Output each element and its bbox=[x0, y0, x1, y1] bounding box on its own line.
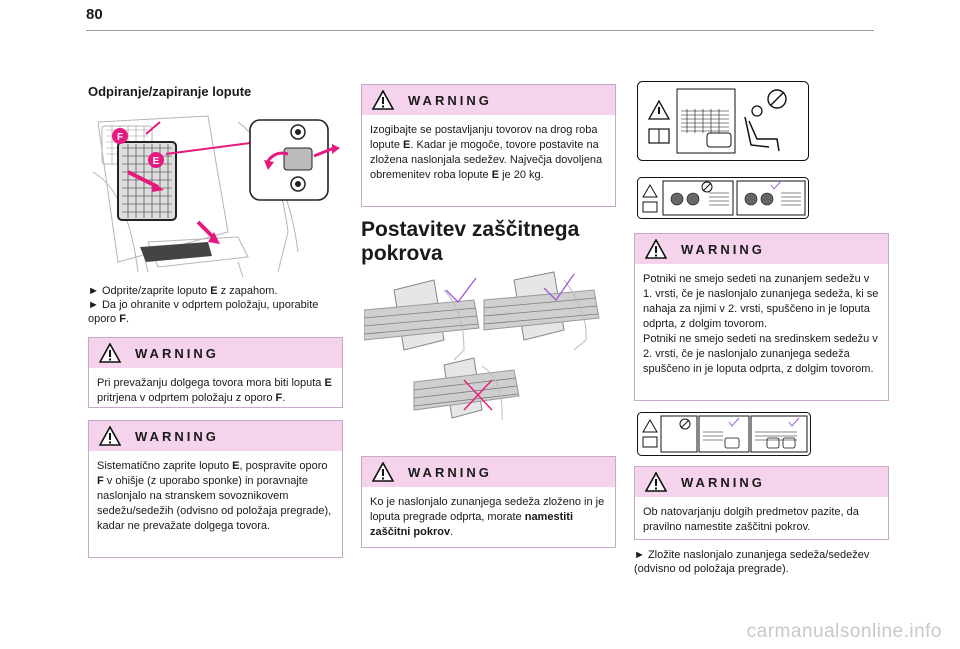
warning-box-hatch-edge: WARNING Izogibajte se postavljanju tovor… bbox=[361, 84, 616, 207]
warning-triangle-icon bbox=[642, 184, 658, 198]
warning-box-long-load: WARNING Pri prevažanju dolgega tovora mo… bbox=[88, 337, 343, 408]
warning-triangle-icon bbox=[647, 99, 671, 120]
passenger-icon bbox=[751, 105, 763, 117]
label-seat-warning-large bbox=[637, 81, 809, 161]
top-rule bbox=[86, 30, 874, 31]
section-heading: Odpiranje/zapiranje lopute bbox=[88, 84, 252, 99]
column-1: Odpiranje/zapiranje lopute bbox=[88, 40, 342, 99]
instruction-list: ► Odprite/zaprite loputo E z zapahom. ► … bbox=[88, 284, 342, 326]
check-mark-icon bbox=[445, 277, 477, 304]
callout-f-label: F bbox=[117, 132, 123, 143]
instruction-step-fold-seat: ► Zložite naslonjalo zunanjega sedeža/se… bbox=[634, 549, 870, 575]
warning-header: WARNING bbox=[89, 421, 342, 451]
warning-box-close-hatch: WARNING Sistematično zaprite loputo E, p… bbox=[88, 420, 343, 558]
callout-f bbox=[112, 128, 128, 144]
warning-text: Sistematično zaprite loputo E, pospravit… bbox=[97, 460, 332, 532]
callout-e bbox=[148, 152, 164, 168]
warning-header: WARNING bbox=[89, 338, 342, 368]
warning-text: Ob natovarjanju dolgih predmetov pazite,… bbox=[643, 506, 859, 533]
manual-book-icon bbox=[642, 201, 658, 213]
warning-triangle-icon bbox=[99, 343, 121, 363]
warning-text: Ko je naslonjalo zunanjega sedeža zložen… bbox=[370, 496, 605, 538]
tailgate-hatch-illustration: F E bbox=[92, 115, 340, 278]
warning-triangle-icon bbox=[99, 426, 121, 446]
label-cover-positions bbox=[637, 412, 811, 456]
warning-text: Izogibajte se postavljanju tovorov na dr… bbox=[370, 124, 603, 181]
label-seat-warning-small bbox=[637, 177, 809, 219]
warning-triangle-icon bbox=[372, 90, 394, 110]
warning-label: WARNING bbox=[408, 464, 492, 480]
check-mark-icon bbox=[543, 273, 575, 302]
warning-triangle-icon bbox=[642, 419, 658, 433]
warning-label: WARNING bbox=[681, 474, 765, 490]
instruction-step-2: ► Da jo ohranite v odprtem položaju, upo… bbox=[88, 299, 319, 325]
warning-label: WARNING bbox=[681, 241, 765, 257]
warning-box-install-cover: WARNING Ko je naslonjalo zunanjega sedež… bbox=[361, 456, 616, 548]
warning-header: WARNING bbox=[362, 457, 615, 487]
warning-triangle-icon bbox=[372, 462, 394, 482]
warning-label: WARNING bbox=[408, 92, 492, 108]
cross-mark-icon bbox=[463, 379, 493, 411]
warning-triangle-icon bbox=[645, 239, 667, 259]
warning-triangle-icon bbox=[645, 472, 667, 492]
page-number: 80 bbox=[86, 6, 103, 23]
callout-e-label: E bbox=[153, 156, 160, 167]
warning-label: WARNING bbox=[135, 428, 219, 444]
warning-text: Potniki ne smejo sedeti na zunanjem sede… bbox=[643, 273, 879, 375]
protective-cover-illustration bbox=[364, 271, 600, 421]
warning-box-passengers: WARNING Potniki ne smejo sedeti na zunan… bbox=[634, 233, 889, 401]
warning-header: WARNING bbox=[635, 234, 888, 264]
warning-label: WARNING bbox=[135, 345, 219, 361]
watermark: carmanualsonline.info bbox=[746, 621, 942, 642]
warning-box-long-objects: WARNING Ob natovarjanju dolgih predmetov… bbox=[634, 466, 889, 540]
warning-header: WARNING bbox=[635, 467, 888, 497]
warning-text: Pri prevažanju dolgega tovora mora biti … bbox=[97, 377, 332, 404]
instruction-step-1: ► Odprite/zaprite loputo E z zapahom. bbox=[88, 285, 278, 297]
warning-header: WARNING bbox=[362, 85, 615, 115]
manual-book-icon bbox=[642, 436, 658, 448]
